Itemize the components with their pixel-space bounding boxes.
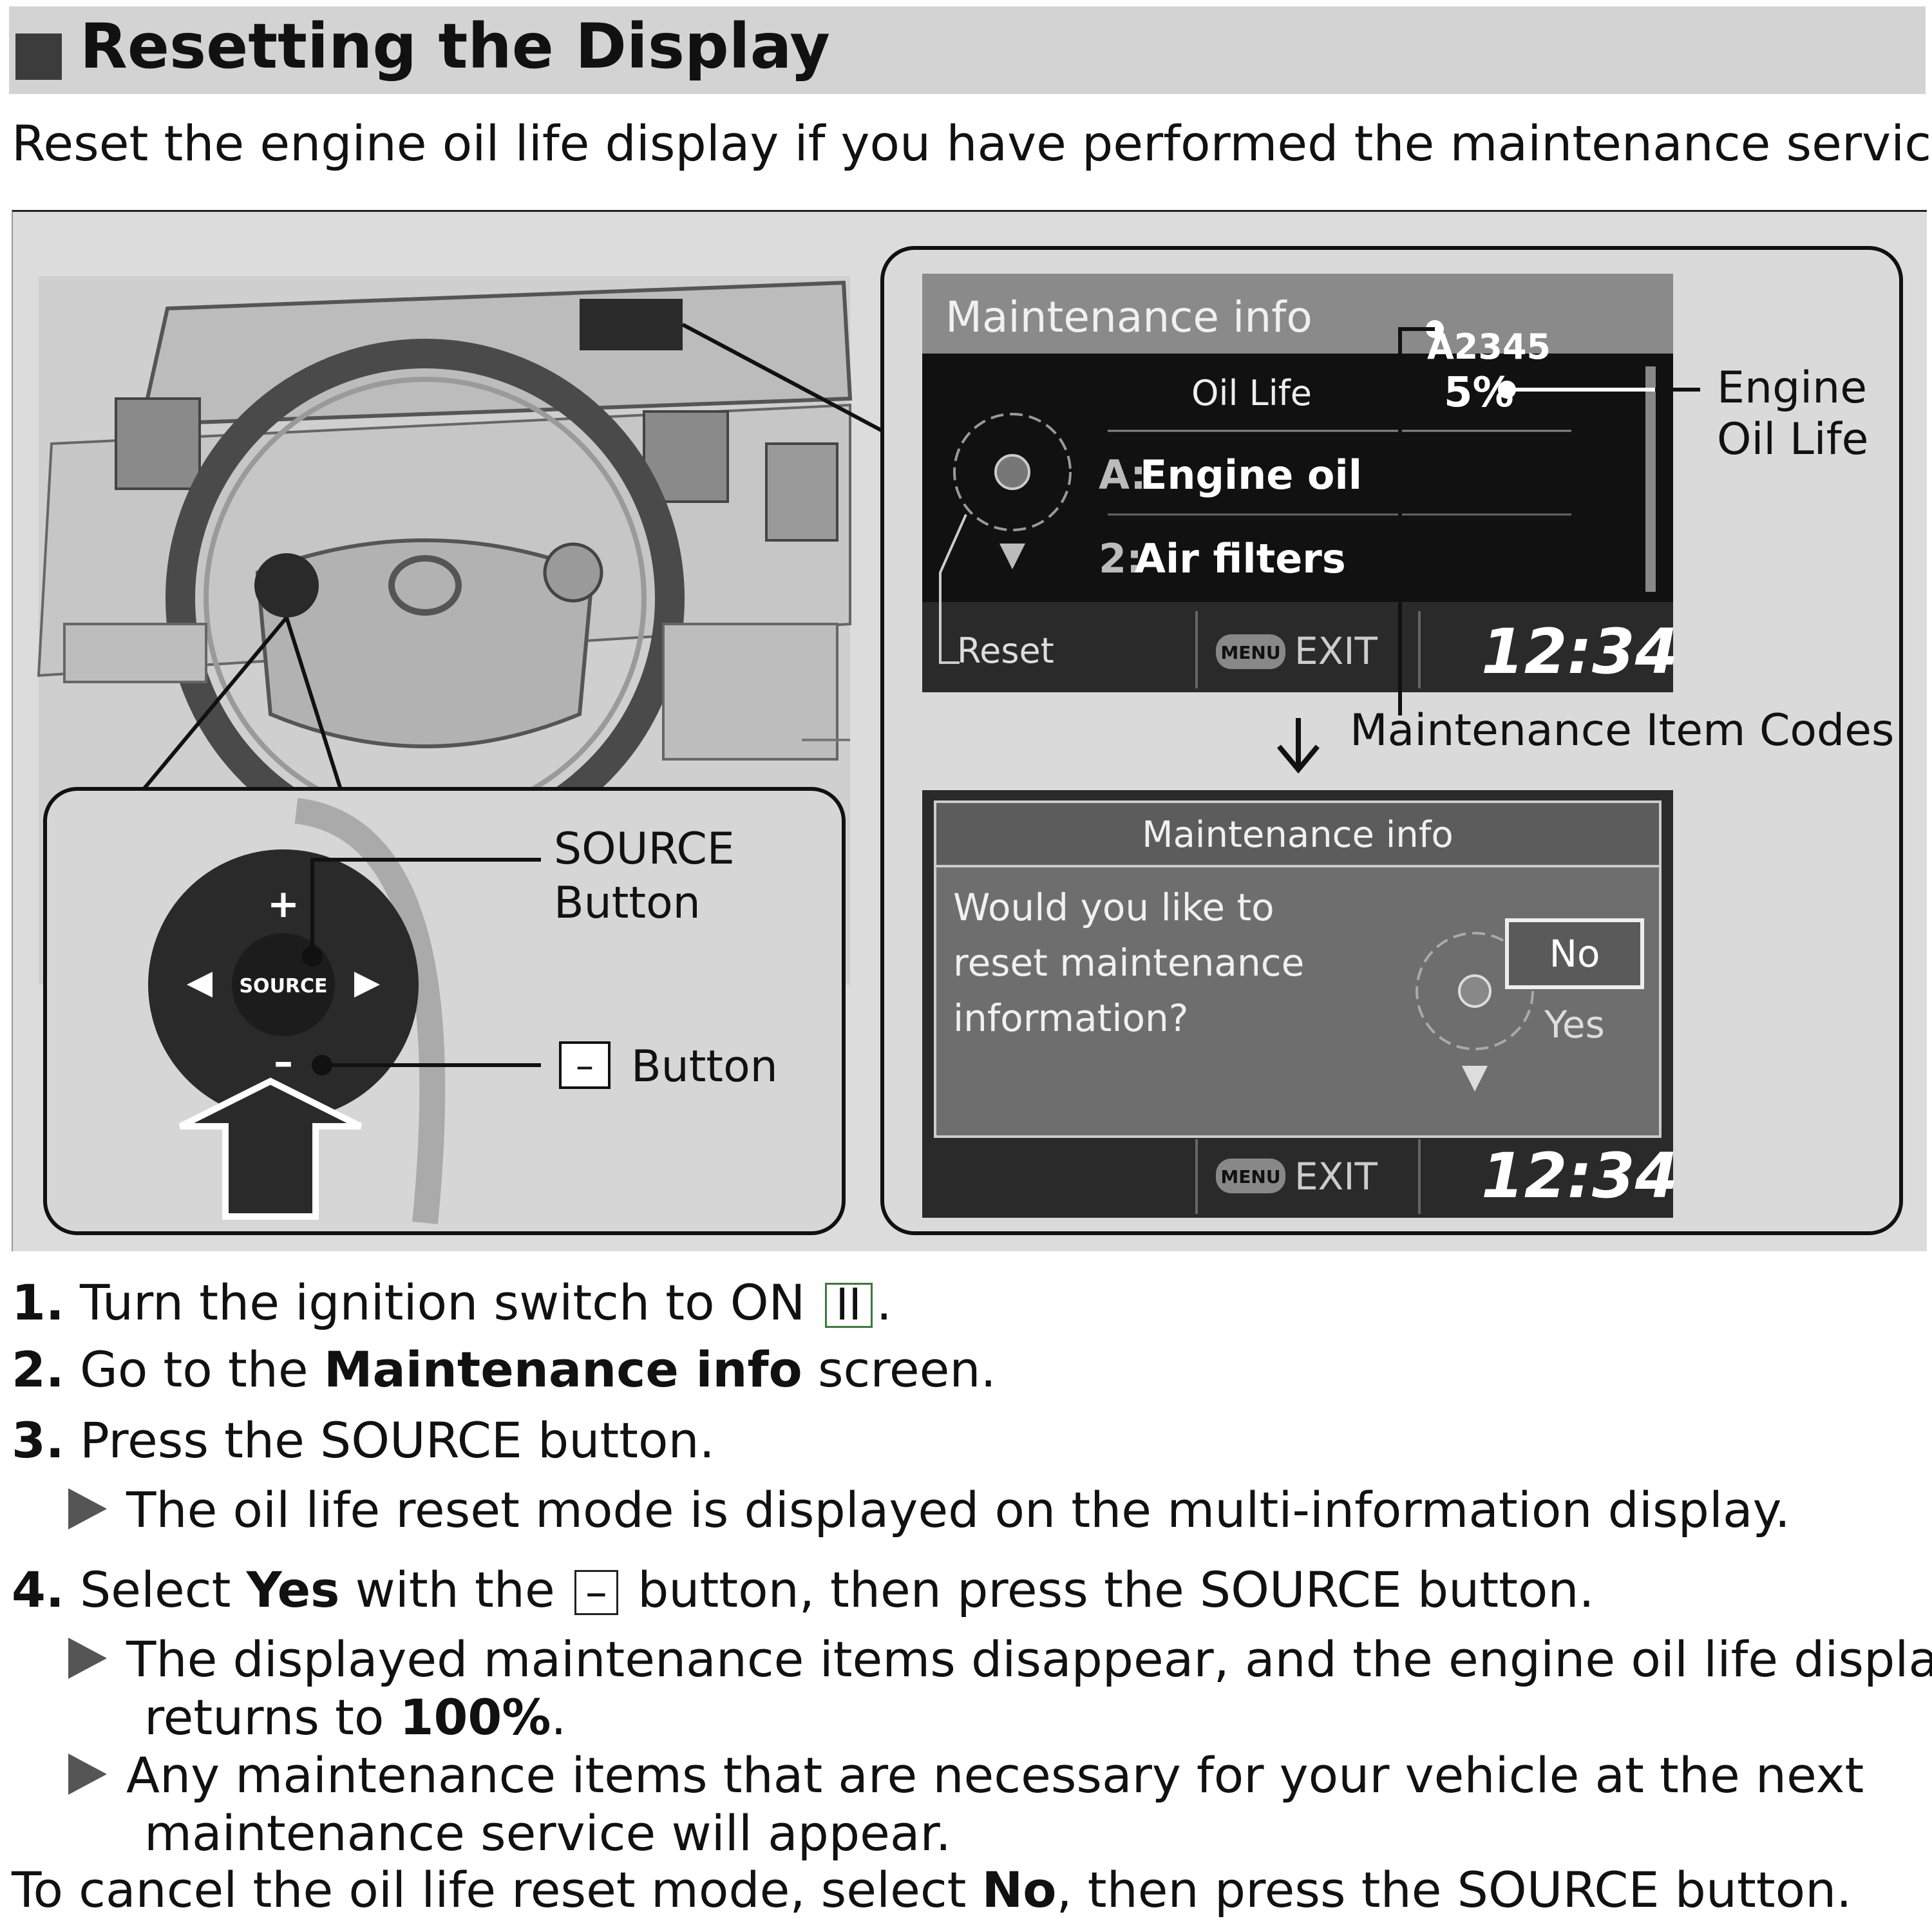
- minus-button-symbol: –: [576, 1045, 594, 1087]
- yes-option-label[interactable]: Yes: [1544, 1003, 1605, 1046]
- source-button-callout-line1: SOURCE: [554, 824, 735, 875]
- item1-label: Engine oil: [1140, 451, 1362, 498]
- engine-oil-life-callout-line1: Engine: [1717, 363, 1867, 413]
- transition-arrow-icon: [1276, 718, 1320, 774]
- exit-soft-key-2: EXIT: [1294, 1155, 1378, 1198]
- step-4-result-1: The displayed maintenance items disappea…: [68, 1631, 1932, 1688]
- item2-code: 2:: [1099, 535, 1142, 582]
- result-arrow-icon: [68, 1488, 107, 1529]
- switch-minus-label: –: [274, 1039, 293, 1084]
- section-header: Resetting the Display: [9, 6, 1926, 94]
- minus-button-box: [559, 1041, 611, 1089]
- step-4-result-2: Any maintenance items that are necessary…: [68, 1746, 1864, 1804]
- menu-badge-2-icon: MENU: [1220, 1166, 1280, 1187]
- item1-code: A:: [1099, 451, 1146, 498]
- maintenance-info-screen: Maintenance info A2345 Oil Life 5% A: En…: [922, 274, 1700, 715]
- down-arrow-2-icon: [1462, 1066, 1488, 1092]
- header-square-icon: [15, 33, 62, 80]
- minus-button-callout: Button: [631, 1041, 778, 1092]
- step-3-result: The oil life reset mode is displayed on …: [68, 1481, 1790, 1538]
- menu-badge-icon: MENU: [1220, 642, 1280, 663]
- switch-right-arrow-icon: [354, 972, 380, 998]
- source-button-callout-line2: Button: [554, 878, 701, 929]
- ignition-on-symbol: II: [824, 1283, 873, 1328]
- exit-soft-key: EXIT: [1294, 629, 1378, 673]
- section-title: Resetting the Display: [80, 10, 830, 82]
- engine-oil-life-callout-line2: Oil Life: [1717, 414, 1868, 465]
- result-arrow-icon: [68, 1638, 107, 1679]
- steering-switch-inset: SOURCE + – SOURCE Button – Button: [43, 787, 846, 1235]
- logo-emblem-icon: [388, 555, 462, 616]
- step-2: 2. Go to the Maintenance info screen.: [12, 1341, 996, 1398]
- confirm-line3: information?: [953, 996, 1189, 1040]
- illustration: SOURCE + – SOURCE Button – Button Mainte…: [37, 246, 1903, 1235]
- maintenance-code: A2345: [1427, 326, 1551, 367]
- no-option[interactable]: [1505, 918, 1644, 989]
- down-arrow-icon: [999, 544, 1025, 569]
- no-option-label: No: [1549, 932, 1600, 976]
- press-arrow-icon: [178, 1077, 363, 1220]
- switch-plus-label: +: [267, 882, 299, 927]
- reset-confirm-screen: Maintenance info Would you like to reset…: [922, 790, 1678, 1218]
- switch-source-label: SOURCE: [239, 975, 327, 998]
- step-1: 1. Turn the ignition switch to ON II.: [12, 1274, 892, 1331]
- step-4: 4. Select Yes with the – button, then pr…: [12, 1561, 1595, 1618]
- step-4-result-1-cont: returns to 100%.: [144, 1689, 567, 1746]
- switch-left-arrow-icon: [187, 972, 213, 998]
- step-4-result-2-cont: maintenance service will appear.: [144, 1804, 951, 1862]
- confirm-line2: reset maintenance: [953, 941, 1304, 985]
- illustration-panel: SOURCE + – SOURCE Button – Button Mainte…: [12, 210, 1927, 1251]
- selector-knob-icon: [994, 454, 1030, 490]
- cancel-note: To cancel the oil life reset mode, selec…: [12, 1861, 1852, 1918]
- confirm-line1: Would you like to: [953, 885, 1274, 929]
- step-3: 3. Press the SOURCE button.: [12, 1412, 715, 1469]
- scrollbar: [1645, 366, 1656, 592]
- reset-soft-key: Reset: [957, 630, 1054, 671]
- clock-2: 12:34: [1481, 1140, 1678, 1212]
- oil-life-label: Oil Life: [1191, 373, 1312, 413]
- dashboard-illustration: [37, 276, 884, 985]
- maintenance-item-codes-callout: Maintenance Item Codes: [1350, 705, 1894, 756]
- selector-knob-2-icon: [1458, 974, 1492, 1008]
- item2-label: Air filters: [1135, 535, 1346, 582]
- intro-text: Reset the engine oil life display if you…: [12, 115, 1932, 172]
- clock: 12:34: [1481, 616, 1678, 688]
- result-arrow-icon: [68, 1754, 107, 1795]
- display-panel: Maintenance info A2345 Oil Life 5% A: En…: [880, 246, 1903, 1235]
- screen2-title: Maintenance info: [1142, 814, 1453, 856]
- display-indicator: [580, 299, 683, 350]
- minus-button-symbol-inline: –: [574, 1570, 618, 1615]
- screen1-title: Maintenance info: [945, 292, 1312, 342]
